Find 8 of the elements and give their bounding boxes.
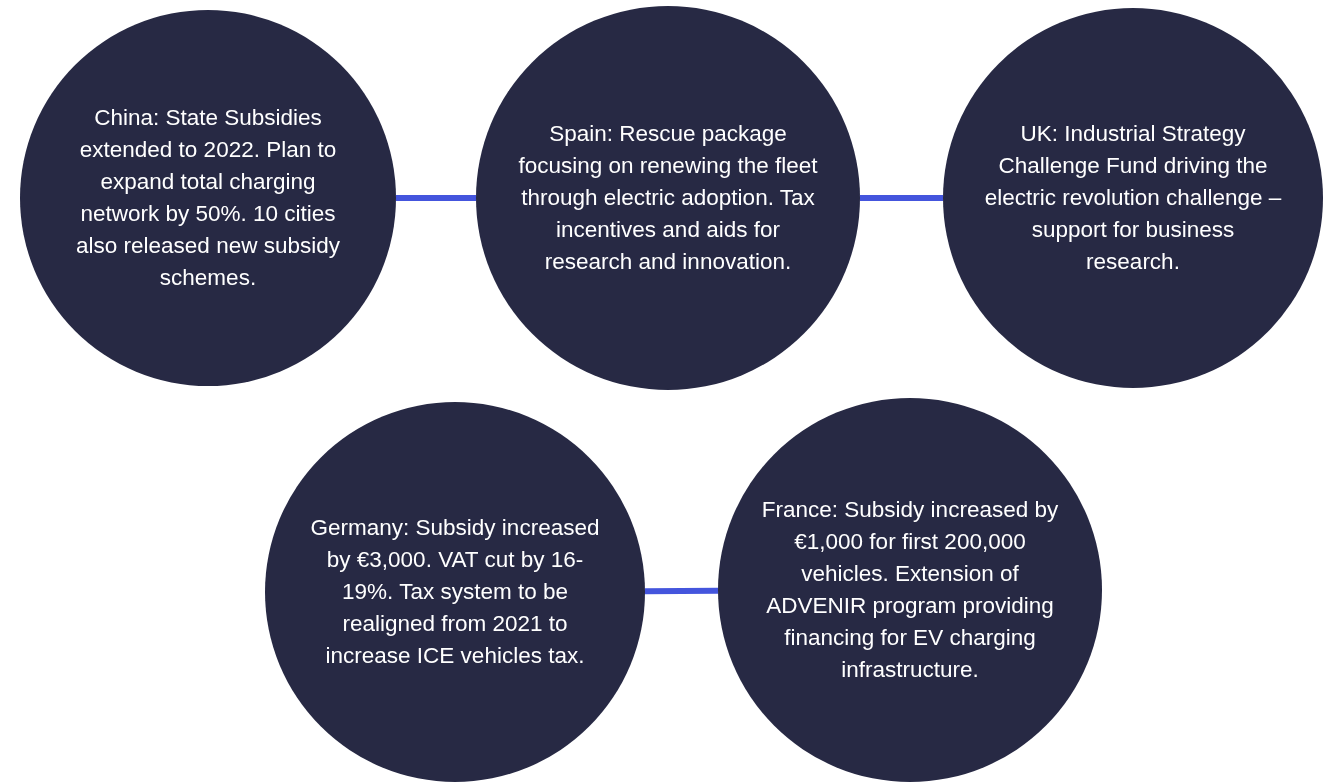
policy-text: Spain: Rescue package focusing on renewing the fleet through electric adoption. Tax incentives and aids for research and innovation. bbox=[518, 120, 818, 276]
policy-text: France: Subsidy increased by €1,000 for first 200,000 vehicles. Extension of ADVENIR program providing financing for EV charging infrastructure. bbox=[760, 496, 1060, 684]
policy-text: China: State Subsidies extended to 2022. Plan to expand total charging network by 50%. 10 cities also released new subsidy schemes. bbox=[75, 104, 341, 292]
connector-line bbox=[860, 195, 943, 201]
connector-line bbox=[644, 587, 719, 595]
connector-line bbox=[396, 195, 476, 201]
policy-text: Germany: Subsidy increased by €3,000. VAT cut by 16-19%. Tax system to be realigned from 2021 to increase ICE vehicles tax. bbox=[309, 514, 601, 670]
policy-text: UK: Industrial Strategy Challenge Fund driving the electric revolution challenge – support for business research. bbox=[983, 120, 1283, 276]
